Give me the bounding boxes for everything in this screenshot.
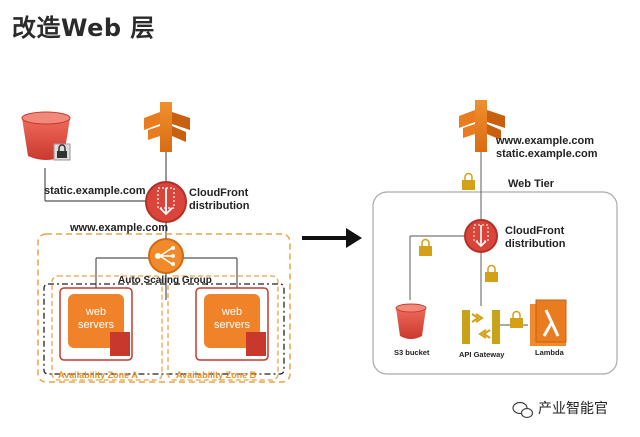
right-cloudfront-label-2: distribution [505,238,566,250]
server-a-label: web servers [68,306,124,332]
cloudfront-label-2: distribution [189,200,250,212]
server-a-line1: web [85,306,107,318]
route53-icon [144,102,190,152]
load-balancer-icon [148,238,184,274]
zone-a-outline [51,275,163,381]
lock-icon [53,143,71,161]
server-b-icon [195,287,269,361]
api-gateway-label: API Gateway [459,350,505,359]
server-b-line2: servers [213,319,251,331]
server-a-icon [59,287,133,361]
web-tier-box [372,191,618,375]
lock-icon-3 [485,264,498,282]
lock-icon-2 [419,238,432,256]
watermark-label: 产业智能官 [538,401,608,417]
cloudfront-icon-right [464,219,498,253]
server-b-label: web servers [204,306,260,332]
www-domain-label: www.example.com [70,222,169,234]
zone-b-outline [167,275,279,381]
vpc-outline [37,233,291,383]
s3-label: S3 bucket [394,348,430,357]
s3-bucket-icon-right [395,303,427,339]
cloudfront-label: CloudFront [189,187,249,199]
transform-arrow-icon [302,228,362,248]
route53-icon-right [459,100,505,152]
web-tier-label: Web Tier [508,178,555,190]
lambda-label: Lambda [535,348,564,357]
server-b-line1: web [221,306,243,318]
right-cloudfront-label: CloudFront [505,225,565,237]
static-domain-label: static.example.com [44,185,146,197]
asg-label: Auto Scaling Group [118,275,212,286]
zone-b-label: Availability Zone B [176,370,257,380]
server-a-line2: servers [77,319,115,331]
zone-a-label: Availability Zone A [58,370,138,380]
page-title: 改造Web 层 [12,14,155,42]
lock-icon-1 [462,172,475,190]
lambda-icon [530,299,567,346]
asg-outline [43,283,285,375]
api-gateway-icon [462,310,500,344]
left-connectors [44,150,238,300]
right-domain-1: www.example.com [496,135,595,147]
lock-icon-4 [510,310,523,328]
cloudfront-icon [145,181,187,223]
right-domain-2: static.example.com [496,148,598,160]
wechat-icon [512,401,534,419]
